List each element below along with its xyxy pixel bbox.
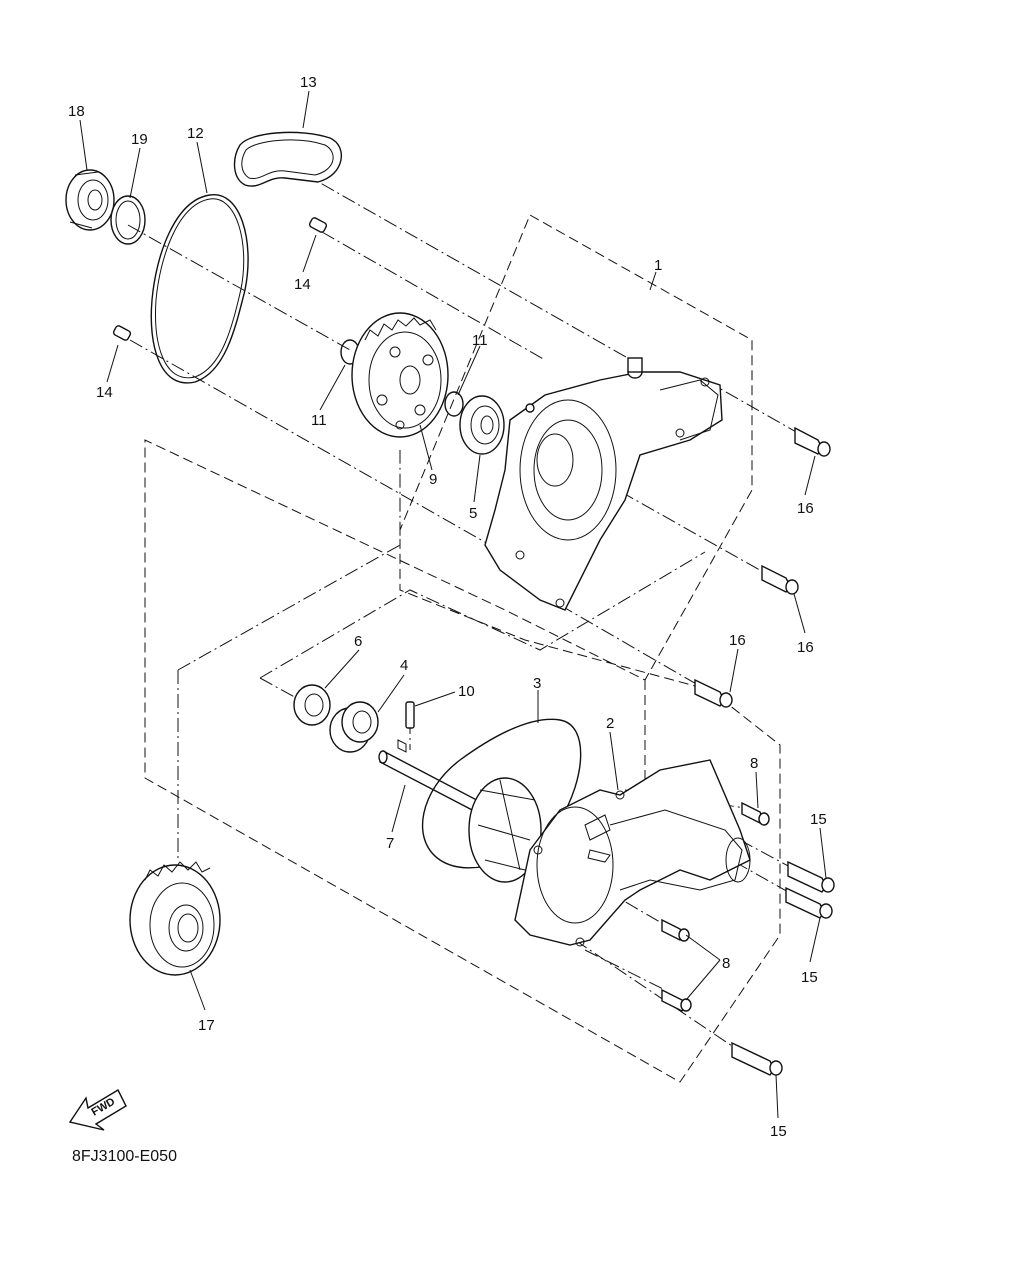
bearing-5 (459, 395, 505, 455)
callout-4: 4 (400, 657, 408, 674)
bolt-16a (794, 426, 831, 457)
callout-11b: 11 (311, 412, 327, 429)
dowel-pin-14b (112, 325, 132, 341)
bolt-16b (761, 564, 799, 595)
oil-seal-6 (293, 684, 331, 726)
gear-9 (351, 312, 449, 438)
leader-bolt8c (584, 949, 666, 991)
pin-10 (405, 701, 415, 729)
leader-bolt16b (599, 479, 766, 574)
leader-bolt16c (559, 604, 699, 686)
callout-16c: 16 (729, 632, 746, 649)
bolt-8a (741, 801, 770, 826)
leader-dowel14b (129, 339, 491, 546)
bolt-8b (661, 918, 690, 942)
leader-seal-left (259, 677, 301, 701)
diagram-code: 8FJ3100-E050 (72, 1148, 177, 1165)
callout-16b: 16 (797, 639, 814, 656)
callout-14a: 14 (294, 276, 311, 293)
oring-12 (150, 194, 249, 384)
oring-3 (421, 718, 582, 869)
callout-9: 9 (429, 471, 437, 488)
gear-17 (129, 861, 221, 976)
bolt-8c (661, 988, 692, 1012)
leader-gasket13 (279, 159, 641, 366)
leader-bolt15b (734, 861, 791, 894)
leader-housing-outline (177, 450, 401, 671)
callout-8b: 8 (722, 955, 730, 972)
callout-15a: 15 (810, 811, 827, 828)
circlip-11b (444, 391, 464, 417)
callout-3: 3 (533, 675, 541, 692)
mechanical-seal-4 (329, 701, 379, 753)
callout-1: 1 (654, 257, 662, 274)
callout-16a: 16 (797, 500, 814, 517)
callout-17: 17 (198, 1017, 215, 1034)
circlip-19 (110, 195, 146, 245)
callout-6: 6 (354, 633, 362, 650)
leader-seal-outline (259, 551, 706, 679)
fwd-arrow-icon: FWD (68, 1089, 127, 1131)
leader-dowel14a (321, 231, 546, 361)
leader-bearing18 (127, 224, 351, 351)
callout-8a: 8 (750, 755, 758, 772)
assembly-outline-1 (144, 214, 781, 1083)
leader-bolt16a (704, 379, 799, 434)
callout-13: 13 (300, 74, 317, 91)
callout-14b: 14 (96, 384, 113, 401)
callout-12: 12 (187, 125, 204, 142)
impeller (468, 777, 542, 883)
bolt-16c (694, 678, 733, 708)
bolt-15b (785, 886, 833, 919)
dowel-pin-14a (308, 217, 328, 233)
callout-5: 5 (469, 505, 477, 522)
callout-15c: 15 (770, 1123, 787, 1140)
bolt-15c (731, 1041, 783, 1076)
gasket-13 (233, 131, 342, 187)
pump-housing-2 (514, 759, 751, 947)
callout-10: 10 (458, 683, 475, 700)
callout-7: 7 (386, 835, 394, 852)
housing-cover-1 (484, 357, 723, 611)
callout-19: 19 (131, 131, 148, 148)
leader-bolt15a (739, 839, 793, 869)
callout-11a: 11 (472, 332, 488, 349)
bolt-15a (787, 860, 835, 893)
callout-15b: 15 (801, 969, 818, 986)
callout-2: 2 (606, 715, 614, 732)
leader-bolt15c (574, 939, 736, 1049)
bearing-18 (65, 169, 115, 231)
callout-18: 18 (68, 103, 85, 120)
